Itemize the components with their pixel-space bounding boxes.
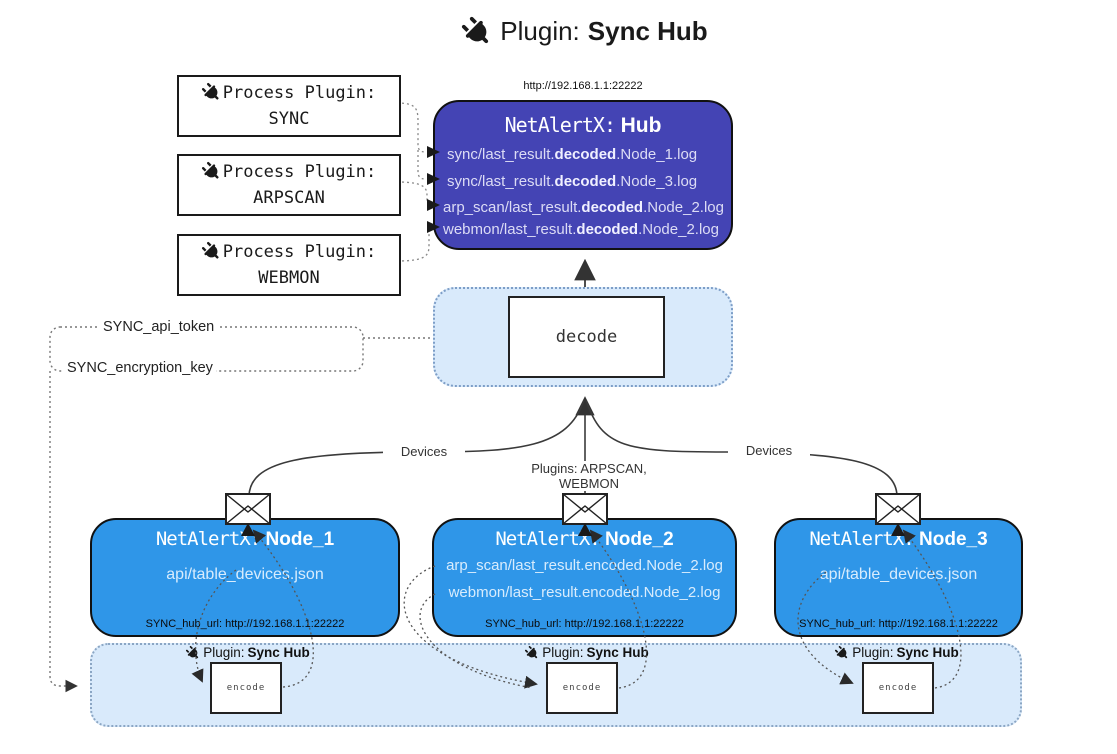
- sync-encryption-key-label: SYNC_encryption_key: [64, 360, 216, 376]
- plug-icon: [201, 83, 221, 102]
- process-plugin-label: Process Plugin:: [222, 241, 377, 262]
- process-plugin-arpscan: Process Plugin: ARPSCAN: [177, 154, 401, 216]
- node-1-box: NetAlertX: Node_1 api/table_devices.json…: [90, 518, 400, 637]
- plugins-edge-label: Plugins: ARPSCAN, WEBMON: [498, 461, 680, 491]
- node-3-box: NetAlertX: Node_3 api/table_devices.json…: [774, 518, 1023, 637]
- hub-log-row: sync/last_result.decoded.Node_1.log: [447, 146, 698, 163]
- hub-box: NetAlertX: Hub sync/last_result.decoded.…: [433, 100, 733, 250]
- process-plugin-sync: Process Plugin: SYNC: [177, 75, 401, 137]
- plug-icon: [525, 645, 539, 660]
- encode-group-label: Plugin:Sync Hub: [812, 645, 982, 660]
- encode-box: encode: [210, 662, 282, 714]
- encode-group-label: Plugin:Sync Hub: [502, 645, 672, 660]
- node-file: api/table_devices.json: [166, 566, 324, 583]
- node-title: NetAlertX: Node_2: [495, 528, 674, 550]
- encode-group-label: Plugin:Sync Hub: [163, 645, 333, 660]
- process-plugin-name: WEBMON: [258, 268, 320, 288]
- plug-icon: [835, 645, 849, 660]
- process-plugin-label: Process Plugin:: [222, 161, 377, 182]
- page-title: Plugin: Sync Hub: [390, 16, 780, 47]
- title-prefix: Plugin:: [500, 16, 580, 46]
- plug-icon: [462, 16, 492, 47]
- plug-icon: [201, 242, 221, 261]
- sync-api-token-label: SYNC_api_token: [100, 319, 218, 335]
- process-plugin-label: Process Plugin:: [222, 82, 377, 103]
- node-hub-url: SYNC_hub_url: http://192.168.1.1:22222: [145, 618, 345, 630]
- devices-edge-label-left: Devices: [383, 444, 465, 459]
- node-file: arp_scan/last_result.encoded.Node_2.log: [446, 557, 723, 574]
- node-file: api/table_devices.json: [819, 566, 978, 583]
- process-plugin-name: SYNC: [268, 109, 310, 129]
- plugin-to-hub-connectors: [396, 102, 434, 262]
- plug-icon: [201, 162, 221, 181]
- process-plugin-name: ARPSCAN: [253, 188, 325, 208]
- node-title: NetAlertX: Node_3: [809, 528, 988, 550]
- node-hub-url: SYNC_hub_url: http://192.168.1.1:22222: [485, 618, 684, 630]
- hub-log-row: webmon/last_result.decoded.Node_2.log: [443, 221, 719, 238]
- hub-url-label: http://192.168.1.1:22222: [523, 80, 643, 92]
- hub-log-row: sync/last_result.decoded.Node_3.log: [447, 173, 698, 190]
- node-title: NetAlertX: Node_1: [155, 528, 335, 550]
- hub-title-prefix: NetAlertX:: [504, 113, 616, 137]
- encode-box: encode: [546, 662, 618, 714]
- node-2-box: NetAlertX: Node_2 arp_scan/last_result.e…: [432, 518, 737, 637]
- plug-icon: [186, 645, 200, 660]
- node-hub-url: SYNC_hub_url: http://192.168.1.1:22222: [799, 618, 998, 630]
- process-plugin-webmon: Process Plugin: WEBMON: [177, 234, 401, 296]
- hub-title-name: Hub: [620, 114, 662, 137]
- title-name: Sync Hub: [587, 16, 708, 46]
- hub-title: NetAlertX: Hub: [435, 113, 731, 138]
- hub-log-row: arp_scan/last_result.decoded.Node_2.log: [443, 199, 724, 216]
- devices-edge-label-right: Devices: [728, 443, 810, 458]
- decode-box: decode: [508, 296, 665, 378]
- encode-box: encode: [862, 662, 934, 714]
- node-file: webmon/last_result.encoded.Node_2.log: [448, 584, 721, 601]
